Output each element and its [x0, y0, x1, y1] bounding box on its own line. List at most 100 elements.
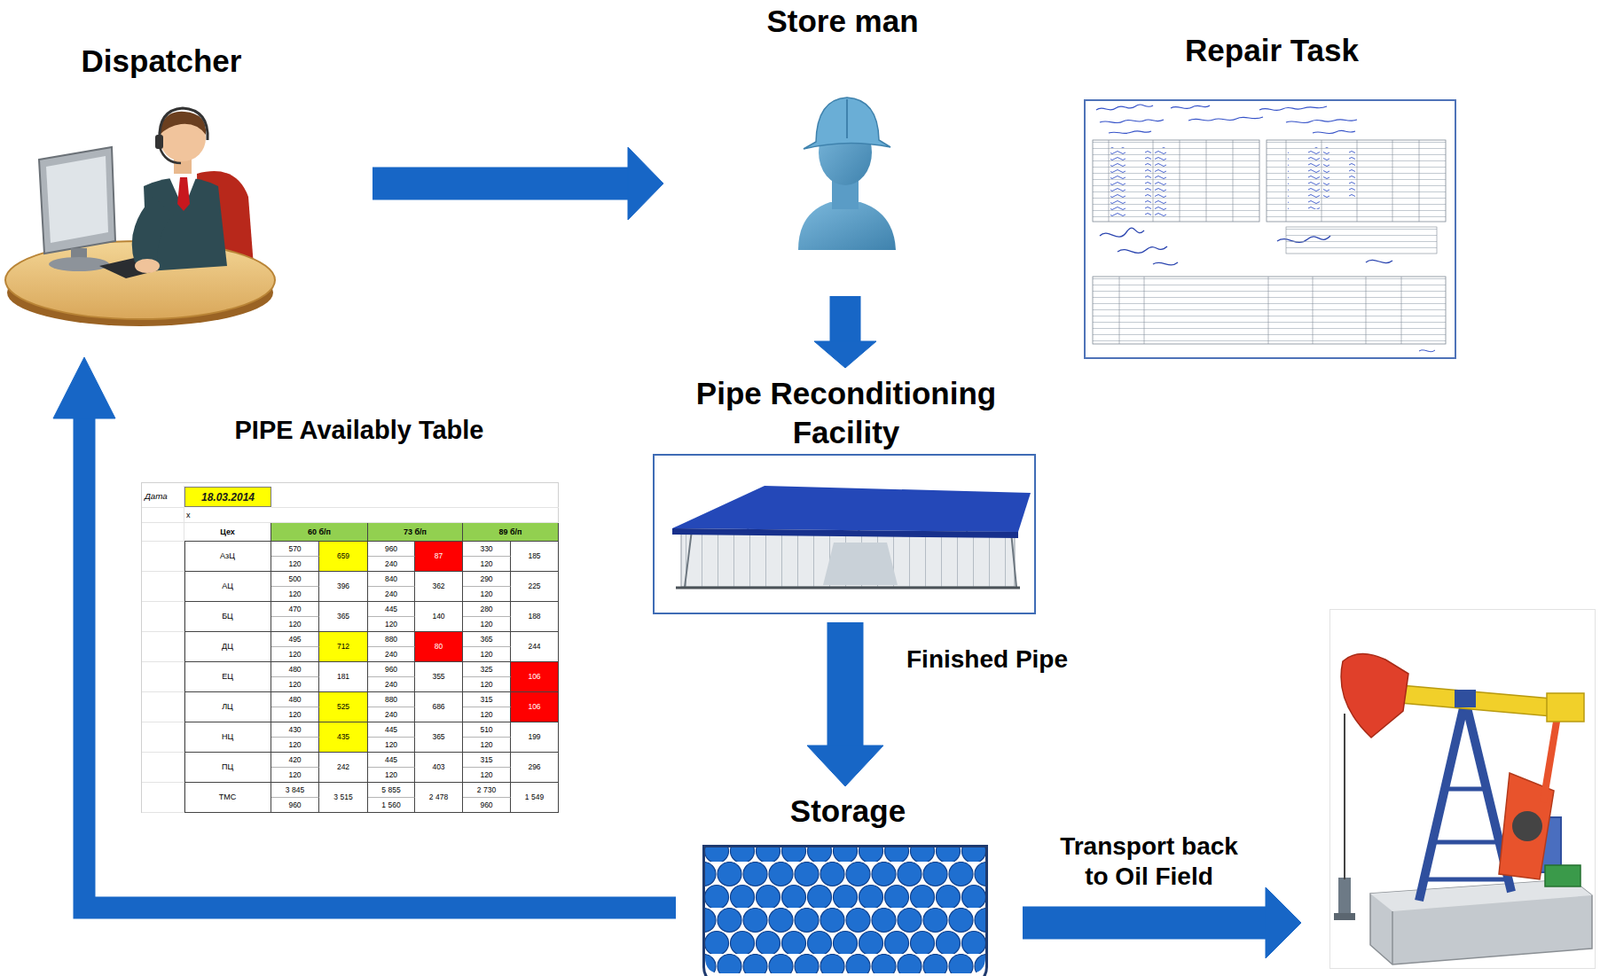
sheet-grid — [141, 722, 185, 753]
pipe-total: 199 — [510, 722, 558, 753]
node-heading: Storage — [705, 793, 991, 830]
table-cell: 120 — [271, 707, 320, 723]
column-header: 60 б/п — [271, 523, 368, 542]
table-cell: 290 — [462, 572, 511, 588]
heading-holder: Storage — [705, 793, 991, 830]
table-cell: 242 — [319, 752, 369, 784]
pipe-total: 185 — [510, 541, 558, 572]
table-cell: 365 — [415, 722, 463, 753]
pumpjack-illustration — [1330, 610, 1594, 969]
oil-field-node — [1329, 609, 1596, 970]
pipe-count: 570 — [271, 541, 319, 557]
table-cell: 525 — [319, 692, 369, 723]
table-cell: 880 — [368, 632, 416, 648]
pipe-count: 840 — [368, 572, 415, 587]
pipe-count: 120 — [368, 617, 415, 632]
store-man-icon — [798, 97, 896, 251]
pipe-count: 960 — [368, 662, 415, 677]
repair-task-document — [1085, 101, 1455, 358]
table-cell: 240 — [368, 556, 416, 573]
table-cell: 960 — [462, 798, 511, 814]
pipe-count: 420 — [271, 752, 319, 768]
pipe-total: 525 — [319, 692, 368, 722]
repair-task-document-part — [1096, 104, 1357, 134]
arrow-shaft — [372, 167, 630, 201]
table-cell: 87 — [415, 541, 463, 573]
pumpjack-illustration-part — [1370, 879, 1593, 965]
table-cell: 80 — [415, 632, 463, 663]
arrow-head — [814, 341, 877, 369]
table-cell: АзЦ — [184, 541, 272, 573]
store-man-node: Store man — [795, 89, 898, 251]
pipe-count: 120 — [462, 707, 510, 722]
table-cell: 120 — [462, 768, 511, 784]
pipe-total: 362 — [415, 572, 463, 602]
sheet-grid — [141, 602, 185, 633]
node-heading: Dispatcher — [67, 43, 256, 79]
table-cell: 89 б/п — [462, 523, 559, 542]
table-cell: ЕЦ — [184, 662, 272, 693]
table-cell: 480 — [271, 662, 320, 678]
sheet-grid — [141, 523, 185, 542]
sheet-grid — [141, 783, 185, 814]
arrow-head — [53, 357, 116, 419]
sheet-grid — [141, 692, 185, 723]
pipe-count: 365 — [462, 632, 510, 647]
heading-holder: PIPE Availably Table — [141, 413, 577, 448]
pipe-count: 120 — [271, 556, 319, 572]
reconditioning-facility-building-part — [672, 528, 1019, 539]
flow-arrow — [807, 622, 884, 787]
table-cell: 120 — [462, 647, 511, 663]
pipe-count: 445 — [368, 752, 415, 768]
pipe-count: 120 — [462, 647, 510, 662]
pipe-count: 480 — [271, 662, 319, 677]
pipe-count: 960 — [271, 798, 319, 813]
arrow-head — [1265, 887, 1302, 959]
flow-arrow — [814, 296, 877, 369]
pipe-total: 106 — [510, 662, 558, 692]
table-cell: 106 — [510, 662, 559, 693]
pipe-total: 1 549 — [510, 783, 558, 813]
dispatcher-icon-part — [159, 147, 181, 164]
table-cell: ТМС — [184, 783, 272, 814]
table-cell: 470 — [271, 602, 320, 618]
pumpjack-illustration-part — [1341, 653, 1409, 738]
dispatcher-icon-part — [39, 147, 116, 254]
pumpjack-illustration-part — [1333, 913, 1356, 921]
reconditioning-facility-building-part — [672, 486, 1031, 533]
table-cell: 445 — [368, 722, 416, 738]
table-cell: 445 — [368, 752, 416, 769]
table-cell: 960 — [368, 662, 416, 678]
pipe-total: 403 — [415, 752, 463, 783]
table-cell: ДЦ — [184, 632, 272, 663]
flow-arrow — [53, 357, 676, 909]
reconditioning-facility-building-part — [675, 587, 1020, 590]
dispatcher-node: Dispatcher — [5, 96, 276, 328]
table-cell: БЦ — [184, 602, 272, 633]
heading-holder: Pipe Reconditioning Facility — [654, 374, 1038, 453]
pipe-count: 495 — [271, 632, 319, 647]
table-cell: 960 — [271, 798, 320, 814]
table-cell: 355 — [415, 662, 463, 693]
table-cell: 120 — [368, 768, 416, 784]
table-cell: 510 — [462, 722, 511, 738]
pipe-count: 430 — [271, 722, 319, 738]
pipe-total: 3 515 — [319, 783, 368, 813]
table-cell: 225 — [510, 572, 559, 603]
reconditioning-facility-building-part — [654, 455, 1035, 613]
dispatcher-icon-part — [134, 258, 160, 274]
table-cell: 3 845 — [271, 783, 320, 799]
heading-holder: Store man — [748, 3, 937, 40]
table-cell: 120 — [271, 737, 320, 753]
pumpjack-illustration-part — [1343, 713, 1346, 880]
pipe-count: 240 — [368, 587, 415, 602]
table-cell: 1 549 — [510, 783, 559, 814]
pipe-total: 435 — [319, 722, 368, 753]
table-cell: 73 б/п — [368, 523, 463, 542]
pipe-total: 659 — [319, 541, 368, 572]
store-man-icon-part — [798, 202, 896, 251]
table-cell: 480 — [271, 692, 320, 708]
table-cell: 120 — [271, 677, 320, 693]
date-value: 18.03.2014 — [185, 487, 271, 508]
